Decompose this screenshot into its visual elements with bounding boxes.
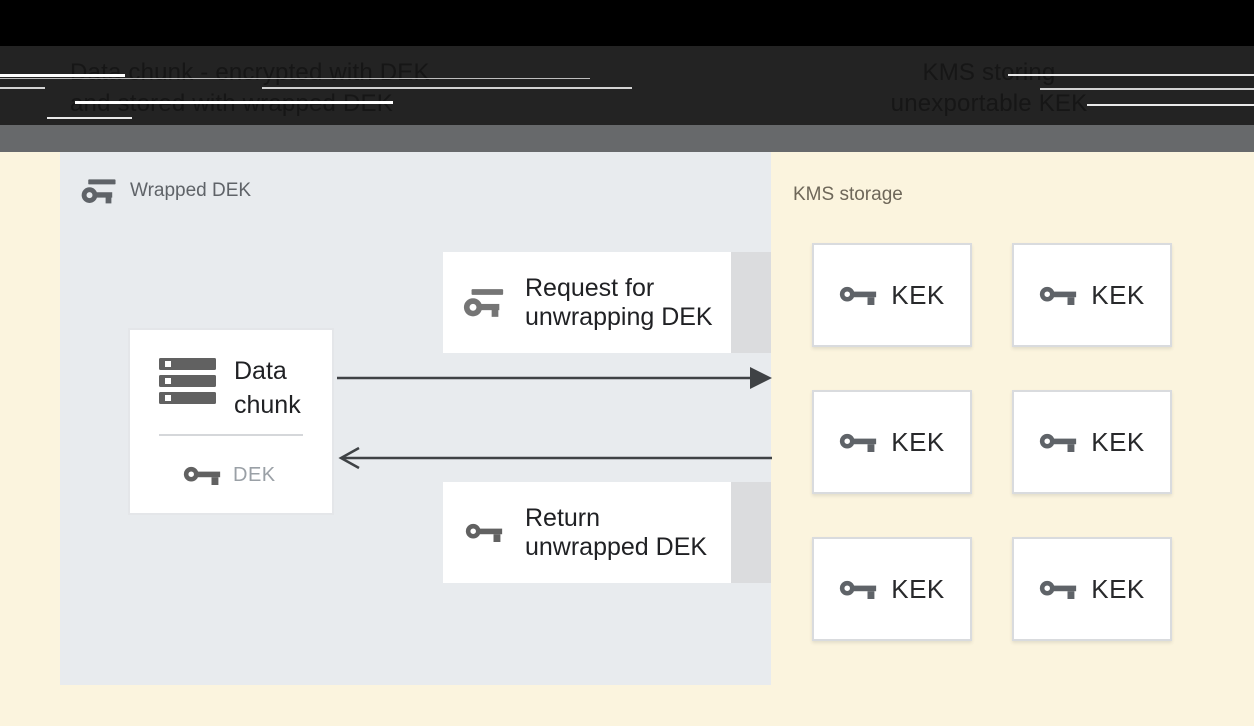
- kek-box: KEK: [812, 390, 972, 494]
- glitch-line: [1008, 74, 1254, 76]
- kek-box: KEK: [1012, 243, 1172, 347]
- data-chunk-title-line2: chunk: [234, 391, 301, 419]
- kek-box: KEK: [812, 537, 972, 641]
- kek-label: KEK: [1091, 426, 1145, 457]
- caption-right-line2: unexportable KEK: [890, 90, 1088, 117]
- caption-right: KMS storing unexportable KEK: [839, 57, 1139, 119]
- request-box-strip: [731, 252, 771, 353]
- key-icon: [840, 286, 877, 305]
- wrapped-key-icon: [463, 289, 504, 317]
- kek-label: KEK: [1091, 279, 1145, 310]
- kek-label: KEK: [1091, 573, 1145, 604]
- return-unwrapped-text: Return unwrapped DEK: [525, 504, 707, 562]
- key-icon: [465, 523, 503, 542]
- kek-label: KEK: [891, 279, 945, 310]
- caption-right-line1: KMS storing: [922, 59, 1056, 86]
- data-chunk-icon: [159, 358, 216, 404]
- return-arrow: [338, 446, 772, 470]
- kek-box: KEK: [1012, 390, 1172, 494]
- return-box-strip: [731, 482, 771, 583]
- key-icon: [1040, 433, 1077, 452]
- header-gray-bar: [0, 125, 1254, 152]
- kek-box: KEK: [1012, 537, 1172, 641]
- dek-label: DEK: [233, 464, 276, 486]
- glitch-line: [262, 87, 632, 89]
- glitch-line: [47, 117, 132, 119]
- return-unwrapped-box: Return unwrapped DEK: [443, 482, 731, 583]
- header-black-band: [0, 0, 1254, 46]
- data-chunk-title-line1: Data: [234, 357, 287, 385]
- request-unwrap-text: Request for unwrapping DEK: [525, 274, 713, 332]
- kek-label: KEK: [891, 426, 945, 457]
- key-icon: [1040, 580, 1077, 599]
- key-icon: [1040, 286, 1077, 305]
- return-line2: unwrapped DEK: [525, 532, 708, 561]
- request-unwrap-box: Request for unwrapping DEK: [443, 252, 731, 353]
- kek-grid: KEK KEK KEK KEK KEK KEK: [812, 243, 1172, 641]
- glitch-line: [1087, 104, 1254, 106]
- glitch-line: [75, 101, 393, 104]
- glitch-line: [0, 74, 125, 77]
- glitch-line: [0, 87, 45, 89]
- wrapped-key-icon: [81, 179, 116, 204]
- request-line1: Request for: [525, 273, 655, 302]
- data-chunk-divider: [159, 434, 303, 436]
- header-dark-band: [0, 46, 1254, 125]
- glitch-line: [0, 78, 590, 79]
- dek-row: DEK: [183, 463, 276, 488]
- data-chunk-box: Data chunk DEK: [128, 328, 334, 515]
- glitch-line: [1040, 88, 1254, 90]
- kms-storage-label: KMS storage: [793, 184, 903, 205]
- return-line1: Return: [525, 503, 601, 532]
- request-arrow: [337, 367, 772, 389]
- data-chunk-title: Data chunk: [234, 354, 301, 422]
- wrapped-dek-label-text: Wrapped DEK: [130, 180, 252, 201]
- kek-label: KEK: [891, 573, 945, 604]
- request-line2: unwrapping DEK: [525, 302, 713, 331]
- key-icon: [840, 433, 877, 452]
- wrapped-dek-label: Wrapped DEK: [80, 176, 251, 206]
- key-icon: [840, 580, 877, 599]
- kek-box: KEK: [812, 243, 972, 347]
- caption-left-line1: Data chunk - encrypted with DEK: [70, 59, 430, 86]
- key-icon: [183, 466, 221, 485]
